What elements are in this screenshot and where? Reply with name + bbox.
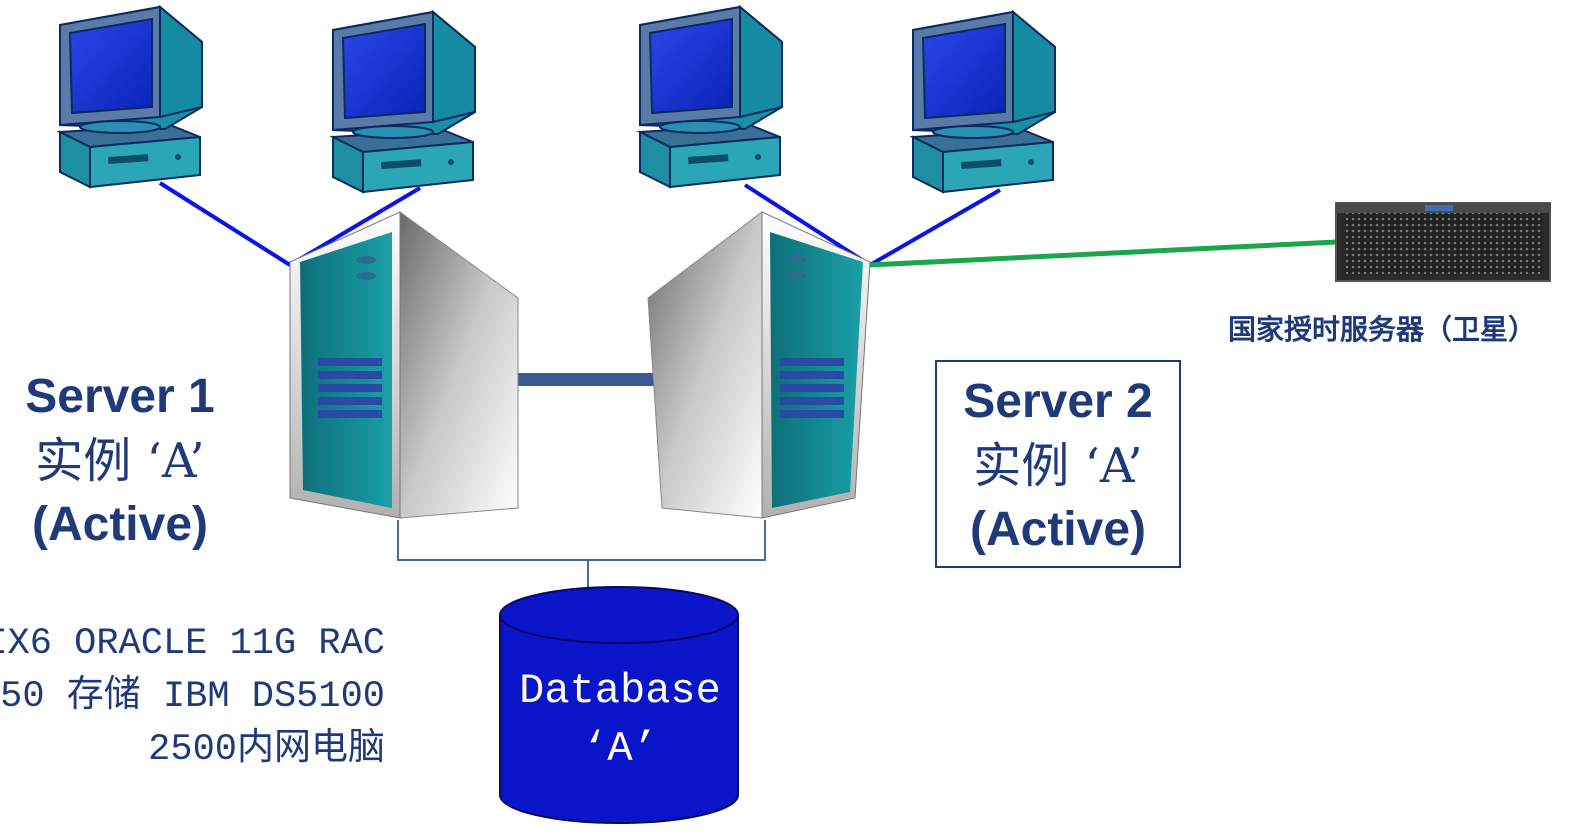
system-specs: AIX6 ORACLE 11G RAC 750 存储 IBM DS5100 25… [0,618,385,777]
client-pc-icon [639,6,783,188]
cluster-interconnect [505,373,660,386]
time-server-label: 国家授时服务器（卫星） [1228,313,1537,346]
server-2-label-box [935,360,1181,568]
database-instance: ‘A’ [582,725,658,773]
server-1-name: Server 1 [25,370,215,423]
database-icon [499,586,739,824]
server-2-name: Server 2 [963,375,1153,428]
client-pc-icon [332,11,476,193]
link-pc1-server1 [158,181,292,267]
storage-bracket [397,520,766,561]
server-1-icon [289,211,519,519]
spec-line: AIX6 ORACLE 11G RAC [0,623,385,665]
server-2-icon [647,210,871,519]
server-1-status: (Active) [31,498,209,551]
database-name: Database [519,667,721,715]
server-2-instance: 实例 ‘A’ [973,438,1143,494]
link-pc4-server2 [869,188,1001,267]
client-pc-icon [59,6,203,188]
time-server-icon [1335,202,1551,282]
link-server2-timeserver [869,239,1338,268]
server-1-instance: 实例 ‘A’ [35,433,205,489]
server-2-label: Server 2 实例 ‘A’ (Active) [935,370,1181,562]
database-label: Database ‘A’ [500,662,740,778]
server-1-label: Server 1 实例 ‘A’ (Active) [0,365,240,557]
client-pc-icon [912,11,1056,193]
link-pc3-server2 [743,183,872,267]
server-2-status: (Active) [969,503,1147,556]
spec-line: 2500内网电脑 [148,729,385,771]
spec-line: 750 存储 IBM DS5100 [0,676,385,718]
